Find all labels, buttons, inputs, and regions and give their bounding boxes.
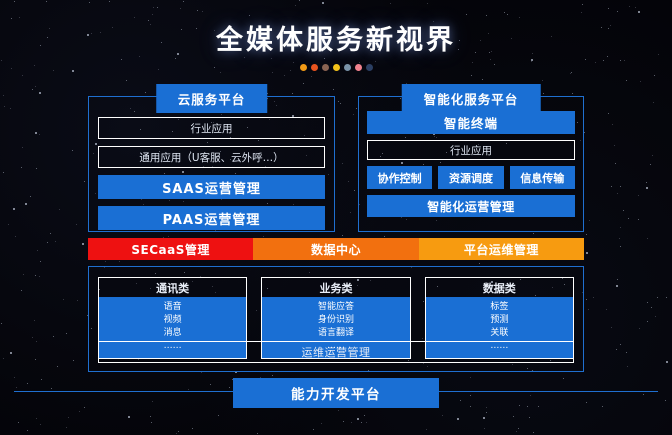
intelligent-platform-rows: 智能终端 行业应用 协作控制资源调度信息传输 智能化运营管理 — [367, 111, 575, 217]
capability-cards-panel: 通讯类语音视频消息……业务类智能应答身份识别语言翻译……数据类标签预测关联…… … — [88, 266, 584, 372]
capability-card-body: 标签预测关联 …… — [425, 297, 573, 359]
intelligent-terminal-box: 智能终端 — [367, 111, 575, 134]
capability-card-item: 语音 — [163, 302, 182, 312]
capability-card-item: 身份识别 — [317, 315, 354, 326]
capability-card-3: 数据类标签预测关联 …… — [424, 277, 574, 360]
cloud-service-platform-panel: 云服务平台 行业应用通用应用（U客服、云外呼…） SAAS运营管理 PAAS运营管理 — [88, 84, 335, 232]
category-segment-2: 数据中心 — [253, 238, 419, 260]
category-segment-1: SECaaS管理 — [88, 238, 254, 260]
footer-block: 能力开发平台 — [0, 378, 672, 408]
capability-card-body: 智能应答身份识别语言翻译 …… — [262, 297, 410, 359]
capability-card-item: 标签 — [490, 302, 509, 312]
service-category-bar: SECaaS管理数据中心平台运维管理 — [88, 238, 584, 260]
capability-card-item: 消息 — [163, 328, 182, 339]
capability-card-item: 智能应答 — [317, 302, 354, 312]
capability-cards-row: 通讯类语音视频消息 …… 业务类智能应答身份识别语言翻译 …… 数据类标签预测关联 …… — [98, 277, 574, 360]
capability-box-3: 信息传输 — [509, 166, 575, 189]
decorative-dot-4 — [332, 64, 340, 71]
title-block: 全媒体服务新视界 — [0, 18, 672, 71]
capability-card-1: 通讯类语音视频消息 …… — [98, 277, 248, 360]
capability-card-2: 业务类智能应答身份识别语言翻译 …… — [261, 277, 411, 360]
capability-card-item: 预测 — [490, 315, 509, 326]
intelligent-platform-header: 智能化服务平台 — [401, 84, 541, 113]
cloud-platform-row-3: SAAS运营管理 — [98, 175, 325, 199]
capability-development-platform-bar: 能力开发平台 — [233, 378, 439, 408]
industry-application-box: 行业应用 — [367, 140, 575, 160]
capability-card-item: …… — [163, 341, 182, 352]
decorative-dot-7 — [365, 64, 373, 71]
capability-box-2: 资源调度 — [438, 166, 504, 189]
category-segment-3: 平台运维管理 — [418, 238, 584, 260]
intelligent-operations-box: 智能化运营管理 — [367, 195, 575, 217]
intelligent-service-platform-panel: 智能化服务平台 智能终端 行业应用 协作控制资源调度信息传输 智能化运营管理 — [358, 84, 584, 232]
ops-management-box: 运维运营管理 — [98, 341, 574, 363]
page-title: 全媒体服务新视界 — [216, 25, 456, 56]
capability-card-title: 通讯类 — [156, 281, 190, 295]
capability-box-1: 协作控制 — [367, 166, 433, 189]
cloud-platform-row-4: PAAS运营管理 — [98, 206, 325, 230]
capability-row: 协作控制资源调度信息传输 — [367, 166, 575, 189]
capability-card-title: 业务类 — [319, 281, 353, 295]
decorative-dot-3 — [321, 64, 329, 71]
capability-card-item: 语言翻译 — [317, 328, 354, 339]
decorative-dot-5 — [343, 64, 351, 71]
capability-card-body: 语音视频消息 …… — [99, 297, 247, 359]
decorative-dot-2 — [310, 64, 318, 71]
capability-card-item: 关联 — [490, 328, 509, 339]
decorative-dots — [0, 64, 672, 71]
cloud-platform-row-1: 行业应用 — [98, 117, 325, 139]
cloud-platform-row-2: 通用应用（U客服、云外呼…） — [98, 146, 325, 168]
decorative-dot-1 — [299, 64, 307, 71]
capability-card-item: …… — [490, 341, 509, 352]
capability-card-item: …… — [326, 341, 345, 352]
cloud-platform-header: 云服务平台 — [155, 84, 268, 113]
capability-card-item: 视频 — [163, 315, 182, 326]
cloud-platform-rows: 行业应用通用应用（U客服、云外呼…） SAAS运营管理 PAAS运营管理 — [98, 117, 325, 230]
capability-card-title: 数据类 — [482, 281, 516, 295]
decorative-dot-6 — [354, 64, 362, 71]
